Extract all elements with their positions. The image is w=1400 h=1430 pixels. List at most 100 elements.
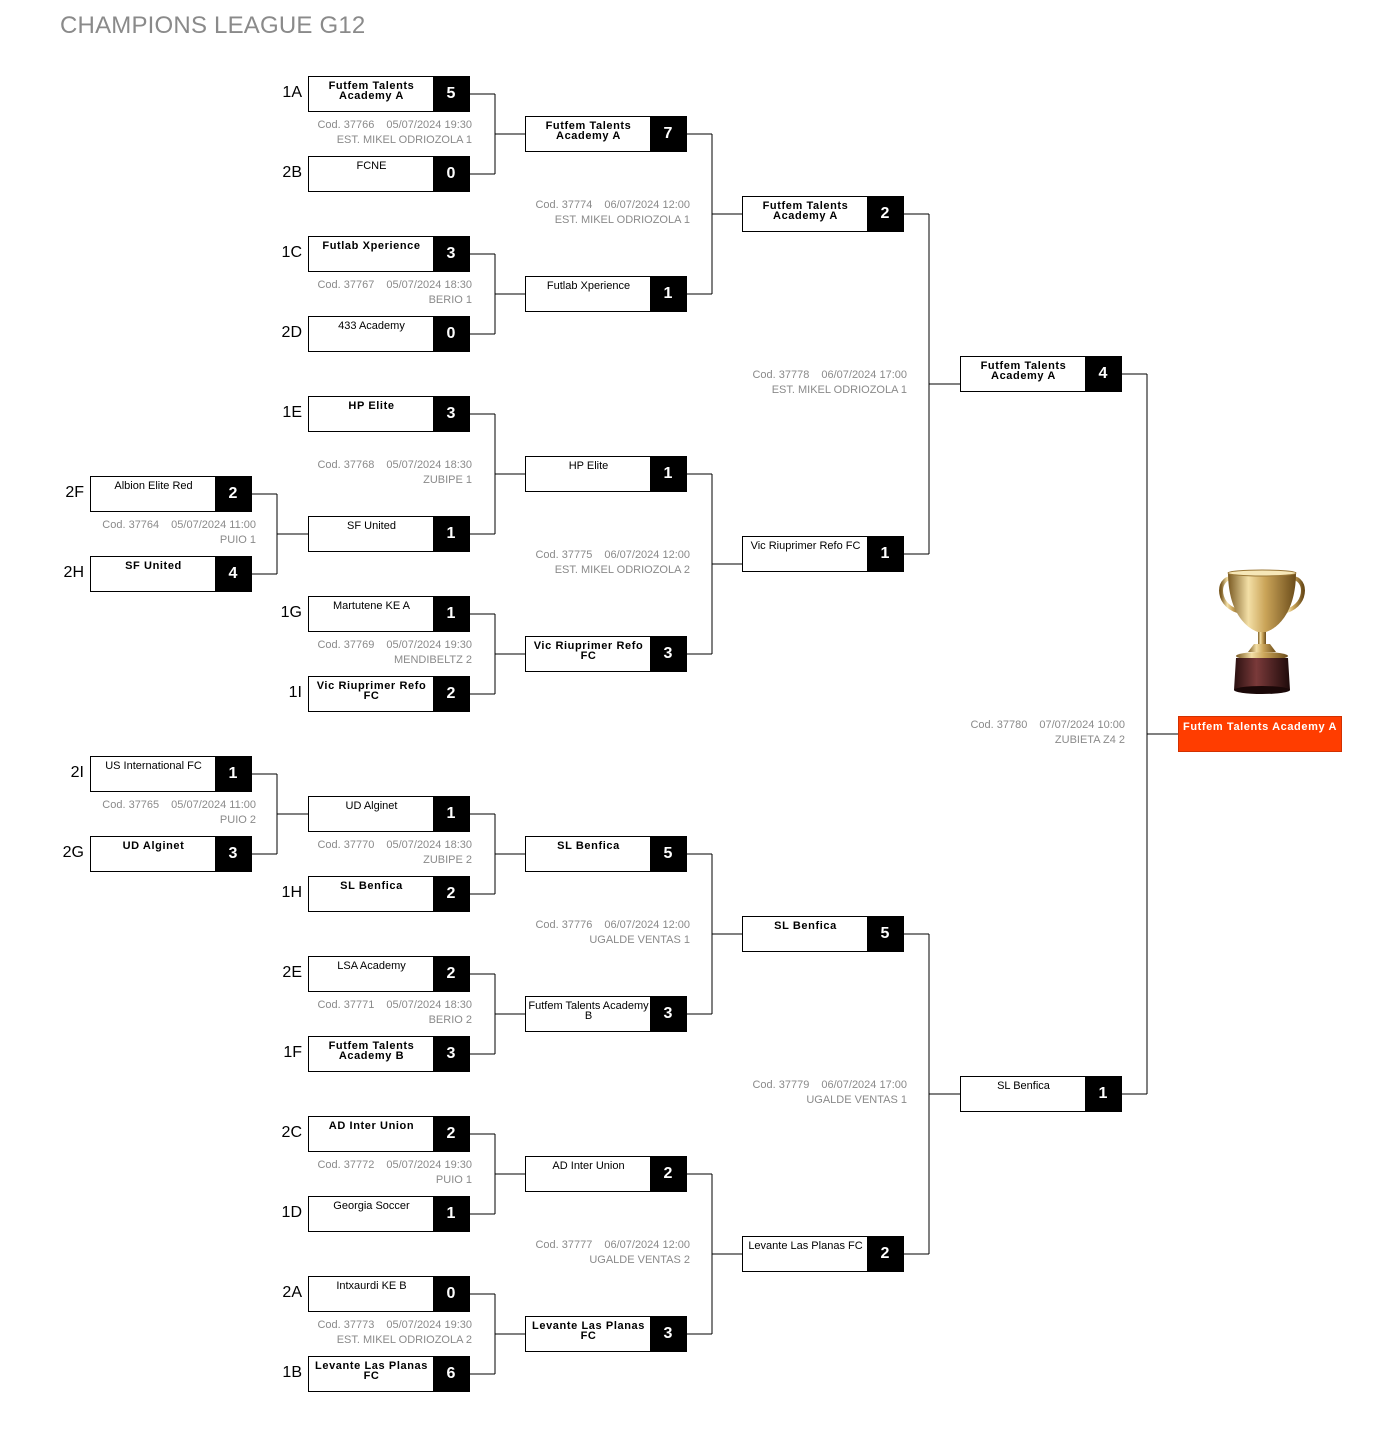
match-code: Cod. 37764 — [102, 519, 160, 531]
seed-label: 2H — [63, 564, 84, 581]
team-name: Futfem Talents Academy A — [762, 200, 849, 222]
seed-label: 1C — [281, 244, 302, 261]
seed-label: 1I — [288, 684, 302, 701]
team-score: 3 — [215, 837, 251, 871]
match-venue: UGALDE VENTAS 1 — [589, 934, 690, 946]
match-datetime: 06/07/2024 12:00 — [604, 919, 690, 931]
seed-label: 1G — [280, 604, 302, 621]
team-score: 1 — [215, 757, 251, 791]
match-code: Cod. 37765 — [102, 799, 160, 811]
team-score: 3 — [433, 1037, 469, 1071]
team-box[interactable]: UD Alginet 3 — [90, 836, 252, 872]
match-datetime: 06/07/2024 17:00 — [821, 1079, 907, 1091]
team-score: 6 — [433, 1357, 469, 1391]
seed-label: 2E — [282, 964, 302, 981]
team-score: 4 — [1085, 357, 1121, 391]
match-datetime: 05/07/2024 19:30 — [386, 119, 472, 131]
match-venue: PUIO 1 — [219, 534, 256, 546]
team-box[interactable]: Levante Las Planas FC 2 — [742, 1236, 904, 1272]
match-venue: ZUBIPE 2 — [423, 854, 472, 866]
match-venue: EST. MIKEL ODRIOZOLA 1 — [771, 384, 907, 396]
match-datetime: 06/07/2024 12:00 — [604, 1239, 690, 1251]
team-score: 1 — [650, 277, 686, 311]
team-score: 3 — [433, 397, 469, 431]
team-name: LSA Academy — [337, 960, 406, 972]
team-name: Levante Las Planas FC — [315, 1360, 428, 1382]
team-name: Intxaurdi KE B — [336, 1280, 407, 1292]
team-name: Levante Las Planas FC — [532, 1320, 645, 1342]
team-score: 3 — [650, 637, 686, 671]
seed-label: 1H — [281, 884, 302, 901]
match-code: Cod. 37771 — [317, 999, 375, 1011]
match-datetime: 05/07/2024 19:30 — [386, 1159, 472, 1171]
match-datetime: 05/07/2024 18:30 — [386, 459, 472, 471]
team-box[interactable]: Georgia Soccer 1 — [308, 1196, 470, 1232]
match-code: Cod. 37768 — [317, 459, 375, 471]
match-venue: UGALDE VENTAS 1 — [806, 1094, 907, 1106]
team-score: 3 — [650, 997, 686, 1031]
team-score: 2 — [867, 1237, 903, 1271]
match-datetime: 07/07/2024 10:00 — [1039, 719, 1125, 731]
match-code: Cod. 37779 — [752, 1079, 810, 1091]
team-score: 1 — [650, 457, 686, 491]
match-code: Cod. 37778 — [752, 369, 810, 381]
match-venue: UGALDE VENTAS 2 — [589, 1254, 690, 1266]
team-score: 1 — [433, 1197, 469, 1231]
match-code: Cod. 37767 — [317, 279, 375, 291]
champion-box: Futfem Talents Academy A — [1178, 716, 1342, 752]
team-name: SL Benfica — [997, 1080, 1050, 1092]
page-title: CHAMPIONS LEAGUE G12 — [60, 12, 366, 39]
team-score: 1 — [433, 597, 469, 631]
team-name: Levante Las Planas FC — [748, 1240, 863, 1252]
team-score: 1 — [433, 797, 469, 831]
team-score: 0 — [433, 317, 469, 351]
team-name: UD Alginet — [122, 840, 185, 852]
team-name: Georgia Soccer — [333, 1200, 410, 1212]
team-name: AD Inter Union — [552, 1160, 625, 1172]
team-score: 2 — [215, 477, 251, 511]
team-name: SF United — [347, 520, 396, 532]
team-name: Futlab Xperience — [322, 240, 421, 252]
match-venue: ZUBIETA Z4 2 — [1054, 734, 1125, 746]
match-venue: MENDIBELTZ 2 — [393, 654, 472, 666]
match-code: Cod. 37766 — [317, 119, 375, 131]
match-venue: PUIO 1 — [435, 1174, 472, 1186]
